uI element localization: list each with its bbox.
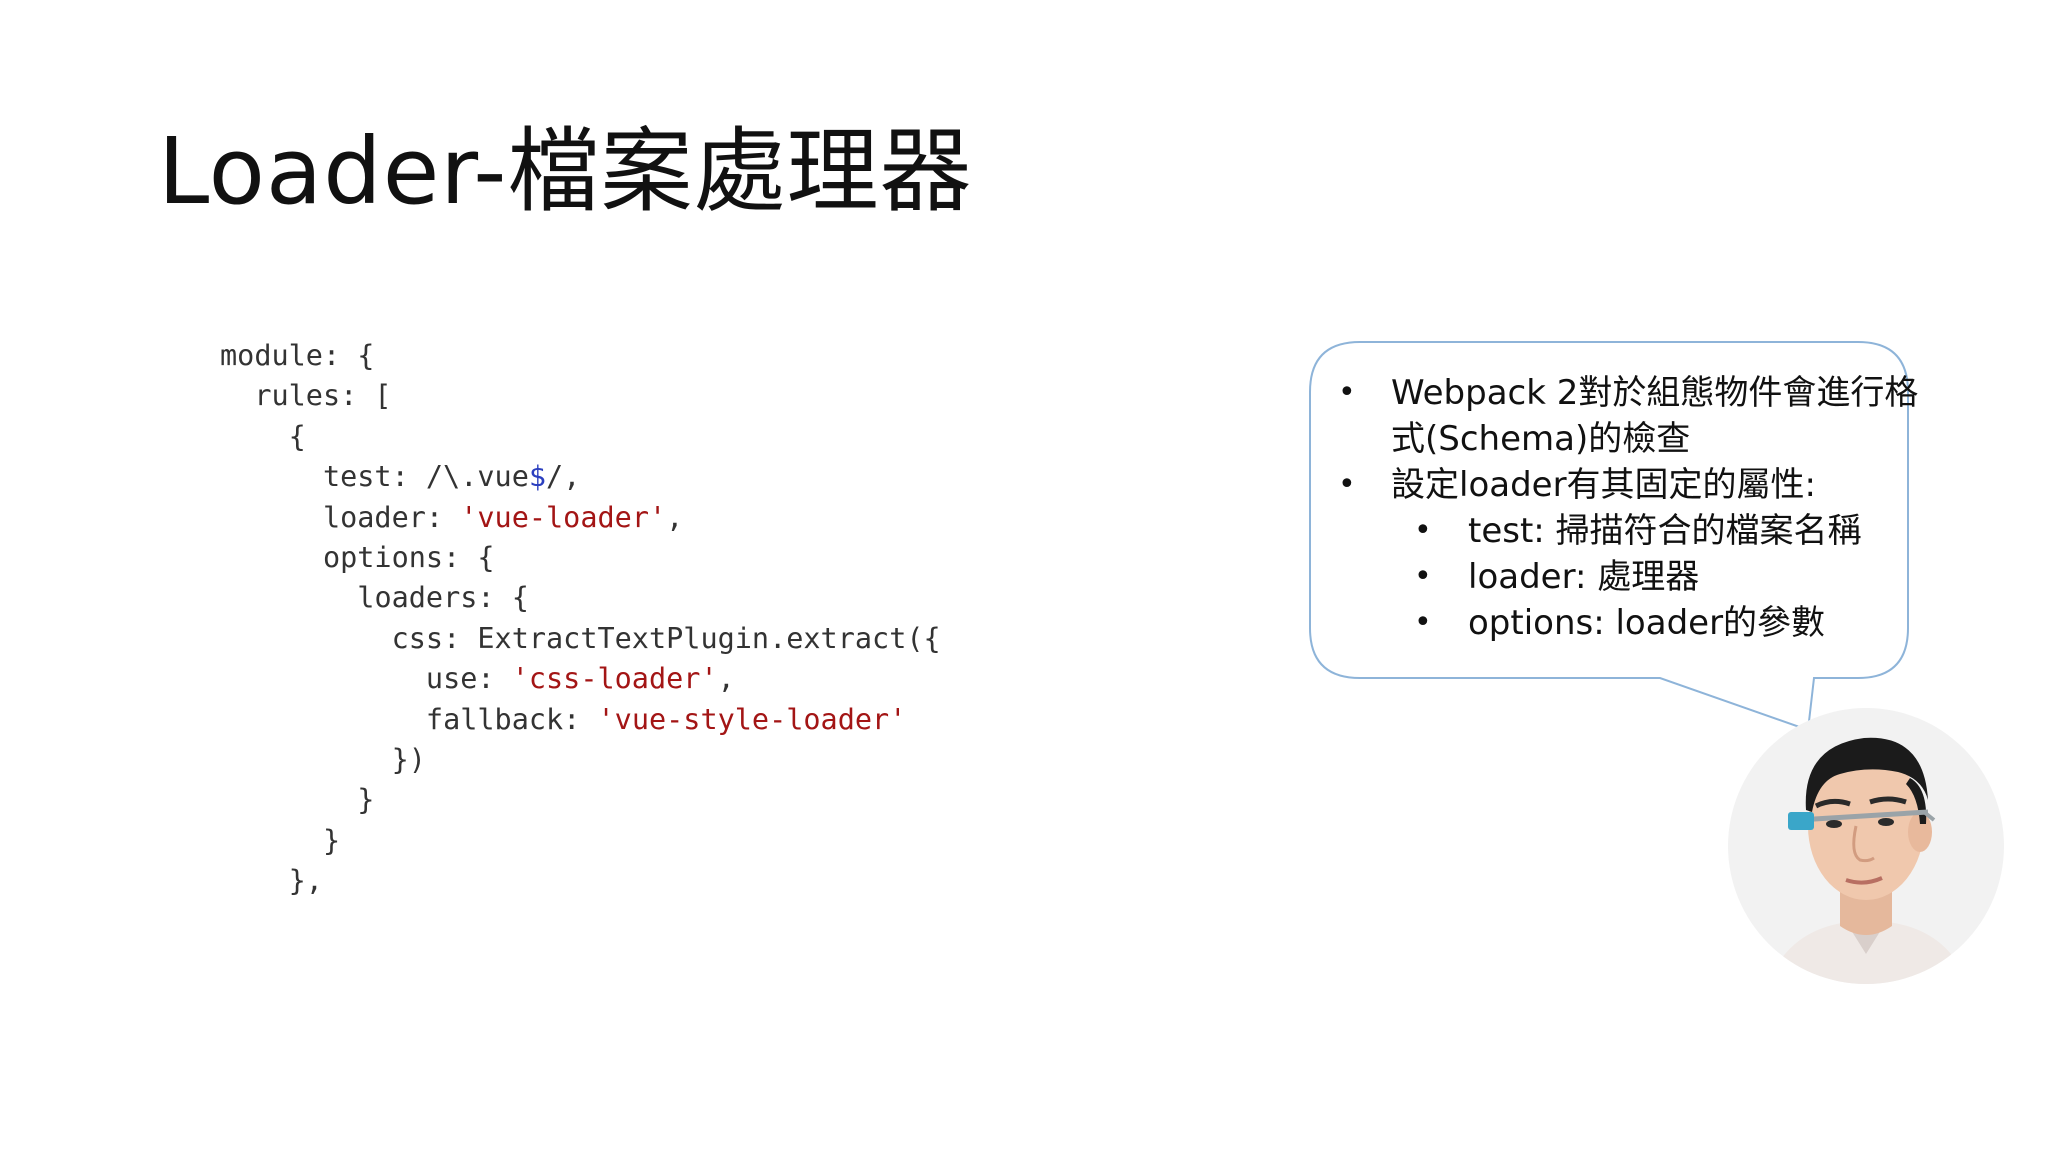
code-line: test: /\.vue$/, xyxy=(220,457,941,497)
slide-title: Loader-檔案處理器 xyxy=(158,118,973,225)
code-line: { xyxy=(220,417,941,457)
code-line: } xyxy=(220,780,941,820)
code-token: /, xyxy=(546,460,581,494)
bullet-text: options: loader的參數 xyxy=(1468,603,1826,643)
code-token: options: { xyxy=(322,540,495,574)
code-screenshot: module: { rules: [ { test: /\.vue$/, loa… xyxy=(208,330,950,906)
code-token: $ xyxy=(528,460,547,494)
bullet-dot-icon: • xyxy=(1414,513,1432,548)
code-token: use: xyxy=(425,662,512,696)
bullet-dot-icon: • xyxy=(1414,559,1432,594)
code-line: loader: 'vue-loader', xyxy=(220,498,941,538)
speech-bubble-content: • Webpack 2對於組態物件會進行格式(Schema)的檢查 • 設定loade… xyxy=(1324,370,1924,646)
code-line: } xyxy=(220,821,941,861)
code-token: , xyxy=(717,662,735,696)
code-line: module: { xyxy=(220,336,941,376)
code-token: 'css-loader' xyxy=(511,662,718,696)
bullet-item: • options: loader的參數 xyxy=(1324,600,1924,646)
bullet-dot-icon: • xyxy=(1414,605,1432,640)
code-line: }) xyxy=(220,740,941,780)
code-token: 'vue-style-loader' xyxy=(597,702,907,736)
code-token: test: /\.vue xyxy=(322,460,529,494)
code-line: use: 'css-loader', xyxy=(220,659,941,699)
code-line: rules: [ xyxy=(220,376,941,416)
code-block: module: { rules: [ { test: /\.vue$/, loa… xyxy=(220,336,941,901)
code-line: fallback: 'vue-style-loader' xyxy=(220,700,941,740)
code-token: } xyxy=(322,823,341,857)
code-token: , xyxy=(666,500,684,534)
code-token: fallback: xyxy=(425,702,598,736)
presenter-avatar-icon xyxy=(1728,708,2004,984)
bullet-dot-icon: • xyxy=(1338,375,1356,410)
bullet-item: • 設定loader有其固定的屬性: xyxy=(1324,462,1924,508)
bullet-text: test: 掃描符合的檔案名稱 xyxy=(1468,511,1862,551)
bullet-dot-icon: • xyxy=(1338,467,1356,502)
code-token: css: ExtractTextPlugin.extract({ xyxy=(391,621,941,655)
code-token: loader: xyxy=(322,500,461,534)
bullet-item: • Webpack 2對於組態物件會進行格式(Schema)的檢查 xyxy=(1324,370,1924,462)
bullet-item: • test: 掃描符合的檔案名稱 xyxy=(1324,508,1924,554)
bullet-text: Webpack 2對於組態物件會進行格式(Schema)的檢查 xyxy=(1391,373,1919,459)
bullet-text: loader: 處理器 xyxy=(1468,557,1700,597)
bullet-text: 設定loader有其固定的屬性: xyxy=(1391,465,1817,505)
bullet-item: • loader: 處理器 xyxy=(1324,554,1924,600)
code-token: 'vue-loader' xyxy=(460,500,667,534)
bullet-list: • Webpack 2對於組態物件會進行格式(Schema)的檢查 • 設定loade… xyxy=(1324,370,1924,646)
code-line: loaders: { xyxy=(220,578,941,618)
code-token: } xyxy=(357,783,375,817)
code-token: { xyxy=(288,419,306,453)
code-token: }, xyxy=(288,864,323,898)
code-line: options: { xyxy=(220,538,941,578)
code-token: rules: [ xyxy=(254,379,392,413)
code-line: css: ExtractTextPlugin.extract({ xyxy=(220,619,941,659)
code-line: }, xyxy=(220,861,941,901)
code-token: module: { xyxy=(220,339,375,372)
code-token: }) xyxy=(391,742,426,776)
code-token: loaders: { xyxy=(357,581,529,615)
